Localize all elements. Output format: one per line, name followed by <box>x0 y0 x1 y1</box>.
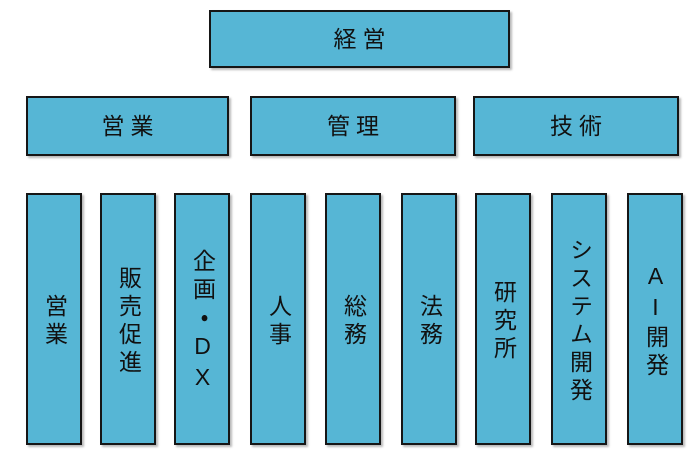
org-box-dept-sales-label: 営業 <box>41 293 68 350</box>
org-box-group-technology: 技術 <box>473 96 679 156</box>
org-box-group-technology-label: 技術 <box>550 112 608 139</box>
org-box-dept-research-lab-label: 研究所 <box>490 279 517 364</box>
org-box-dept-system-development-label: システム開発 <box>566 237 593 406</box>
org-box-root: 経営 <box>209 10 510 68</box>
org-box-dept-sales-promotion: 販売促進 <box>100 193 156 445</box>
org-box-group-administration: 管理 <box>250 96 456 156</box>
org-box-dept-ai-development: AI開発 <box>627 193 683 445</box>
org-box-dept-planning-dx: 企画・DX <box>174 193 230 445</box>
org-box-dept-research-lab: 研究所 <box>475 193 531 445</box>
org-box-dept-planning-dx-label: 企画・DX <box>189 248 216 395</box>
org-box-dept-legal-label: 法務 <box>416 293 443 350</box>
org-box-group-sales-label: 営業 <box>101 112 160 139</box>
org-box-group-administration-label: 管理 <box>327 112 385 139</box>
org-box-dept-general-affairs-label: 総務 <box>340 293 367 350</box>
org-box-group-sales: 営業 <box>26 96 229 156</box>
org-box-dept-hr: 人事 <box>250 193 306 445</box>
org-box-dept-legal: 法務 <box>401 193 457 445</box>
org-box-root-label: 経営 <box>333 25 392 52</box>
org-box-dept-general-affairs: 総務 <box>325 193 381 445</box>
org-box-dept-system-development: システム開発 <box>551 193 607 445</box>
org-box-dept-sales: 営業 <box>26 193 82 445</box>
org-box-dept-sales-promotion-label: 販売促進 <box>115 265 142 378</box>
org-box-dept-ai-development-label: AI開発 <box>642 262 669 381</box>
org-box-dept-hr-label: 人事 <box>265 293 292 350</box>
